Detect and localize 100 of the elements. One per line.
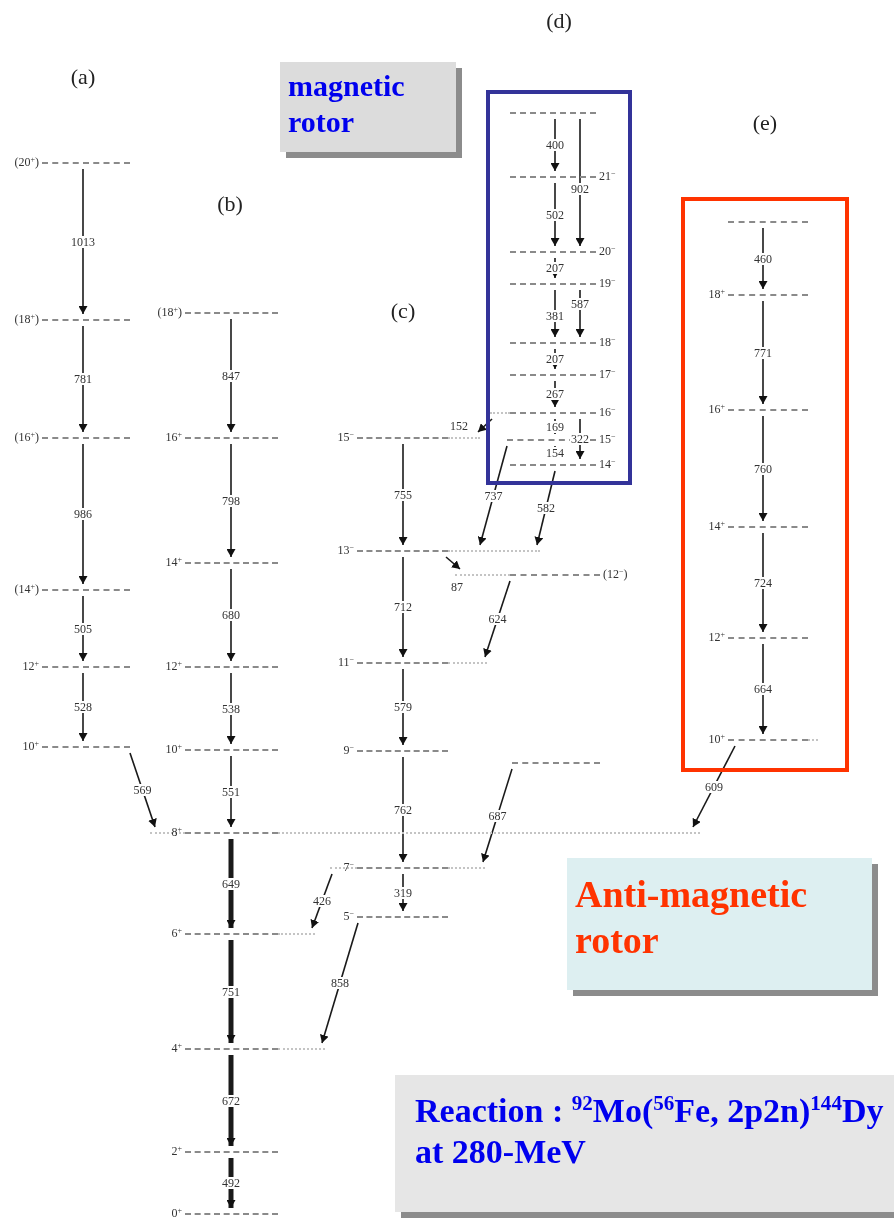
transition-arrow: [226, 443, 236, 558]
edge-label: 798: [221, 494, 241, 507]
spin-label: (12$^{−}$): [603, 568, 628, 580]
spin-label: (14$^{+}$): [14, 583, 39, 595]
edge-label: 492: [221, 1177, 241, 1189]
transition-arrow: [78, 325, 88, 433]
transition-arrow: [575, 118, 585, 247]
spin-label: 9$^{−}$: [343, 744, 354, 756]
spin-label: 15$^{−}$: [337, 431, 354, 443]
transition-arrow: [78, 672, 88, 742]
edge-label: 672: [221, 1094, 241, 1107]
edge-label: 87: [450, 581, 464, 593]
transition-arrow: [78, 595, 88, 662]
edge-label: 169: [545, 420, 565, 433]
edge-label: 381: [545, 309, 565, 322]
edge-label: 502: [545, 208, 565, 221]
edge-label: 680: [221, 609, 241, 621]
edge-label: 986: [73, 508, 93, 520]
spin-label: 19$^{−}$: [599, 277, 616, 289]
spin-label: 21$^{−}$: [599, 170, 616, 182]
transition-arrow: [226, 940, 236, 1043]
edge-label: 152: [449, 419, 469, 432]
edge-label: 724: [753, 576, 773, 589]
spin-label: 14$^{+}$: [708, 520, 725, 532]
spin-label: (18$^{+}$): [157, 306, 182, 318]
panel-label: (a): [70, 64, 96, 90]
edge-label: 781: [73, 373, 93, 385]
transition-arrow: [692, 745, 736, 828]
transition-arrow: [226, 568, 236, 662]
spin-label: 16$^{−}$: [599, 406, 616, 418]
spin-label: 17$^{−}$: [599, 368, 616, 380]
edge-label: 762: [393, 803, 413, 816]
transition-arrow: [226, 1055, 236, 1146]
transition-arrow: [398, 756, 408, 863]
edge-label: 755: [393, 488, 413, 501]
transition-arrow: [550, 182, 560, 247]
spin-label: 16$^{+}$: [708, 403, 725, 415]
spin-label: 12$^{+}$: [708, 631, 725, 643]
spin-label: 10$^{+}$: [708, 733, 725, 745]
transition-arrow: [226, 318, 236, 433]
edge-label: 207: [545, 353, 565, 365]
transition-arrow: [226, 1158, 236, 1208]
transition-arrow: [445, 556, 461, 570]
edge-label: 760: [753, 462, 773, 475]
transition-arrow: [534, 470, 556, 546]
panel-label: (b): [217, 191, 243, 217]
edge-label: 207: [545, 262, 565, 274]
edge-label: 858: [330, 977, 350, 989]
spin-label: 7$^{−}$: [343, 861, 354, 873]
spin-label: 15$^{−}$: [599, 433, 616, 445]
edge-label: 687: [487, 809, 508, 822]
transition-arrow: [550, 348, 560, 370]
edge-label: 737: [483, 489, 504, 502]
edge-label: 400: [545, 139, 565, 151]
transition-arrow: [78, 168, 88, 315]
edge-label: 664: [753, 683, 773, 695]
spin-label: 0$^{+}$: [171, 1207, 182, 1219]
transition-arrow: [550, 257, 560, 279]
edge-label: 322: [570, 433, 590, 445]
spin-label: (20$^{+}$): [14, 156, 39, 168]
transition-arrow: [398, 668, 408, 746]
edge-label: 319: [393, 886, 413, 899]
spin-label: 2$^{+}$: [171, 1145, 182, 1157]
spin-label: 18$^{+}$: [708, 288, 725, 300]
edge-label: 505: [73, 622, 93, 635]
spin-label: 20$^{−}$: [599, 245, 616, 257]
edge-label: 426: [312, 895, 332, 907]
spin-label: 18$^{−}$: [599, 336, 616, 348]
transition-arrow: [758, 643, 768, 735]
panel-label: (d): [545, 8, 573, 34]
transition-arrow: [483, 580, 511, 658]
spin-label: (16$^{+}$): [14, 431, 39, 443]
panel-label: (e): [751, 110, 779, 136]
transition-arrow: [320, 922, 359, 1044]
edge-label: 649: [221, 877, 241, 890]
edge-label: 154: [545, 446, 565, 459]
transition-arrow: [758, 300, 768, 405]
edge-label: 538: [221, 702, 241, 715]
edge-label: 587: [570, 298, 590, 311]
panel-label: (c): [390, 298, 416, 324]
transition-arrow: [226, 755, 236, 828]
spin-label: 16$^{+}$: [165, 431, 182, 443]
edge-label: 609: [704, 780, 724, 793]
transition-arrow: [398, 443, 408, 546]
spin-label: 6$^{+}$: [171, 927, 182, 939]
edge-label: 1013: [70, 235, 96, 248]
edge-label: 712: [393, 601, 413, 613]
transition-arrow: [477, 445, 508, 546]
spin-label: 13$^{−}$: [337, 544, 354, 556]
spin-label: 5$^{−}$: [343, 910, 354, 922]
edge-label: 624: [487, 613, 508, 625]
spin-label: 4$^{+}$: [171, 1042, 182, 1054]
transition-arrow: [477, 418, 493, 433]
edge-label: 902: [570, 182, 590, 195]
edge-label: 267: [545, 388, 565, 400]
transition-arrow: [550, 380, 560, 408]
edge-label: 569: [132, 784, 153, 796]
edge-label: 771: [753, 346, 773, 359]
edge-label: 551: [221, 785, 241, 798]
spin-label: 8$^{+}$: [171, 826, 182, 838]
